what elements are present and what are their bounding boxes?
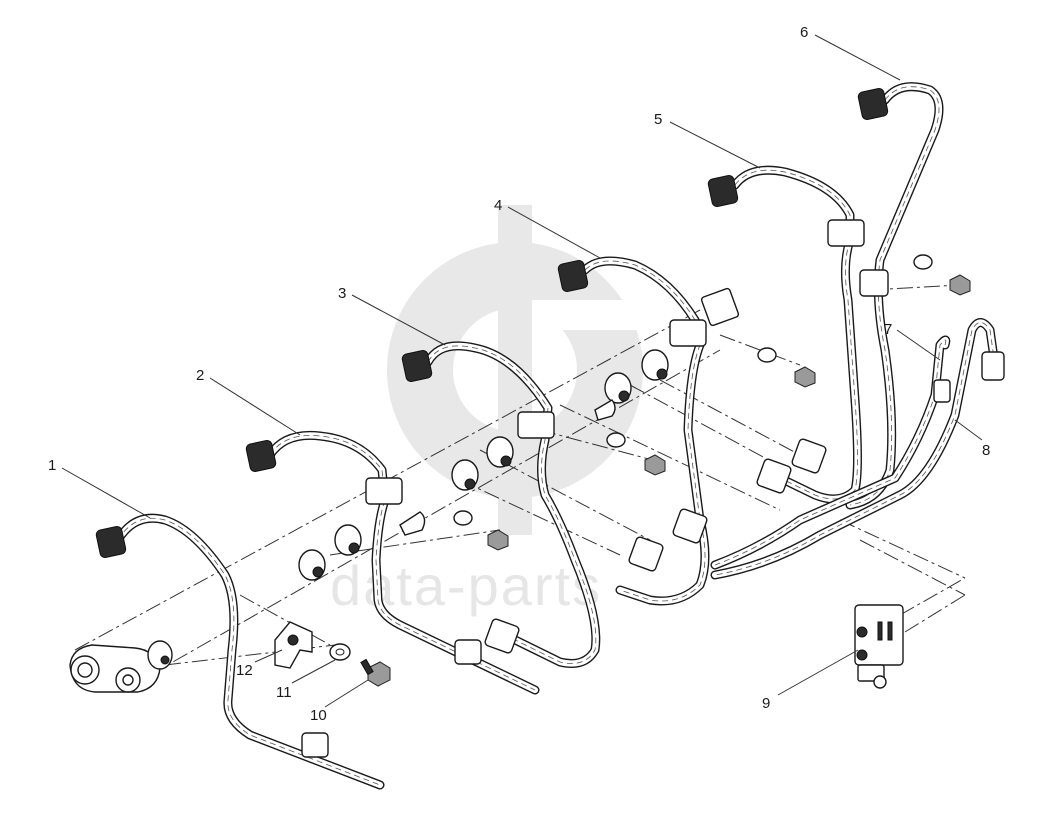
- callout-12: 12: [236, 662, 253, 679]
- callout-2: 2: [196, 367, 204, 384]
- injector-pipe-5: [707, 165, 865, 504]
- bolt-set-b: [606, 432, 666, 476]
- watermark-text: data-parts: [330, 554, 602, 617]
- leader-lines: [61, 34, 983, 708]
- injector-pipe-2: [245, 430, 540, 695]
- injector-pipe-6: [845, 82, 944, 510]
- injector-ports: [298, 349, 669, 581]
- injector-pipe-3: [401, 341, 601, 668]
- callout-3: 3: [338, 285, 346, 302]
- clamp-bracket: [854, 604, 904, 689]
- fuel-rail: [69, 640, 173, 693]
- washer: [329, 643, 351, 661]
- callout-6: 6: [800, 24, 808, 41]
- callout-7: 7: [884, 321, 892, 338]
- bolt-set-d: [913, 254, 971, 296]
- return-pipe-8: [710, 318, 1005, 580]
- callout-4: 4: [494, 197, 502, 214]
- sensor-connector: [700, 287, 740, 327]
- injector-pipe-1: [95, 513, 385, 790]
- callout-9: 9: [762, 695, 770, 712]
- callout-8: 8: [982, 442, 990, 459]
- injector-pipe-4: [557, 256, 710, 606]
- callout-11: 11: [276, 684, 292, 701]
- return-pipe-7: [710, 335, 951, 570]
- bolt-set-a: [453, 510, 509, 551]
- bolt-set-c: [757, 347, 816, 388]
- callout-1: 1: [48, 457, 56, 474]
- callout-5: 5: [654, 111, 662, 128]
- pipe-clamp: [274, 621, 313, 669]
- callout-10: 10: [310, 707, 327, 724]
